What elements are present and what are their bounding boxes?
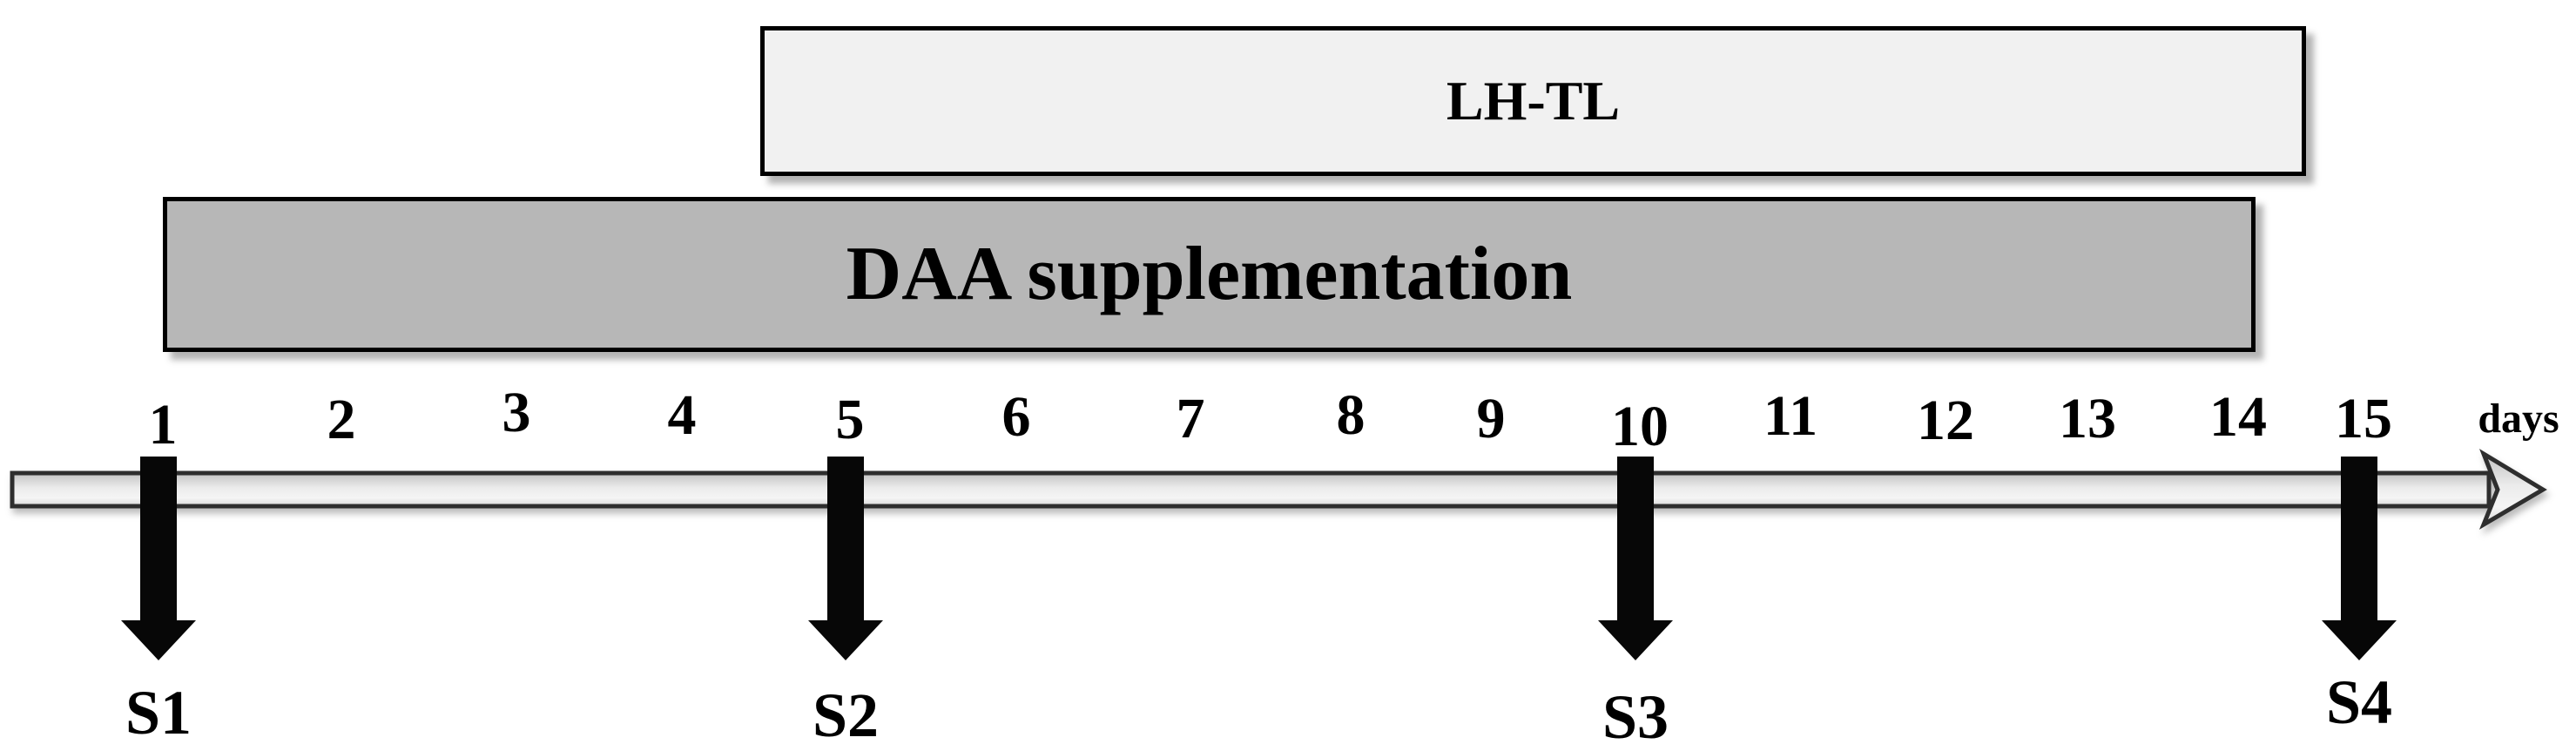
day-label-8: 8: [1336, 383, 1366, 447]
day-label-4: 4: [667, 383, 697, 447]
timeline-arrowhead-icon: [2478, 449, 2547, 530]
down-arrow-icon: [1598, 620, 1673, 660]
down-arrow-icon: [2322, 620, 2397, 660]
phase-bar-daa-label: DAA supplementation: [846, 232, 1573, 316]
down-arrow-icon: [121, 620, 196, 660]
timeline-axis-unit-label: days: [2478, 396, 2559, 442]
day-label-1: 1: [148, 393, 178, 457]
sample-arrow-shaft: [2341, 457, 2377, 620]
day-label-12: 12: [1917, 389, 1974, 452]
sample-label: S1: [125, 678, 192, 748]
day-label-9: 9: [1476, 387, 1506, 450]
day-label-10: 10: [1611, 395, 1669, 458]
sample-arrow-shaft: [827, 457, 864, 620]
day-label-6: 6: [1001, 385, 1031, 449]
day-label-5: 5: [835, 388, 865, 451]
day-label-3: 3: [502, 381, 531, 444]
phase-bar-daa: DAA supplementation: [163, 197, 2256, 352]
sample-arrow-shaft: [140, 457, 177, 620]
sample-label: S4: [2325, 667, 2393, 737]
day-label-2: 2: [327, 388, 356, 451]
sample-arrow-shaft: [1617, 457, 1654, 620]
day-label-13: 13: [2059, 387, 2116, 450]
sample-label: S2: [812, 680, 880, 750]
day-label-15: 15: [2335, 387, 2392, 450]
day-label-11: 11: [1763, 384, 1818, 448]
phase-bar-lhtl-label: LH-TL: [1446, 70, 1621, 132]
sample-label: S3: [1602, 682, 1669, 751]
timeline-bar: [10, 470, 2492, 509]
down-arrow-icon: [808, 620, 883, 660]
day-label-14: 14: [2209, 385, 2267, 449]
phase-bar-lhtl: LH-TL: [760, 26, 2306, 176]
day-label-7: 7: [1176, 387, 1205, 450]
